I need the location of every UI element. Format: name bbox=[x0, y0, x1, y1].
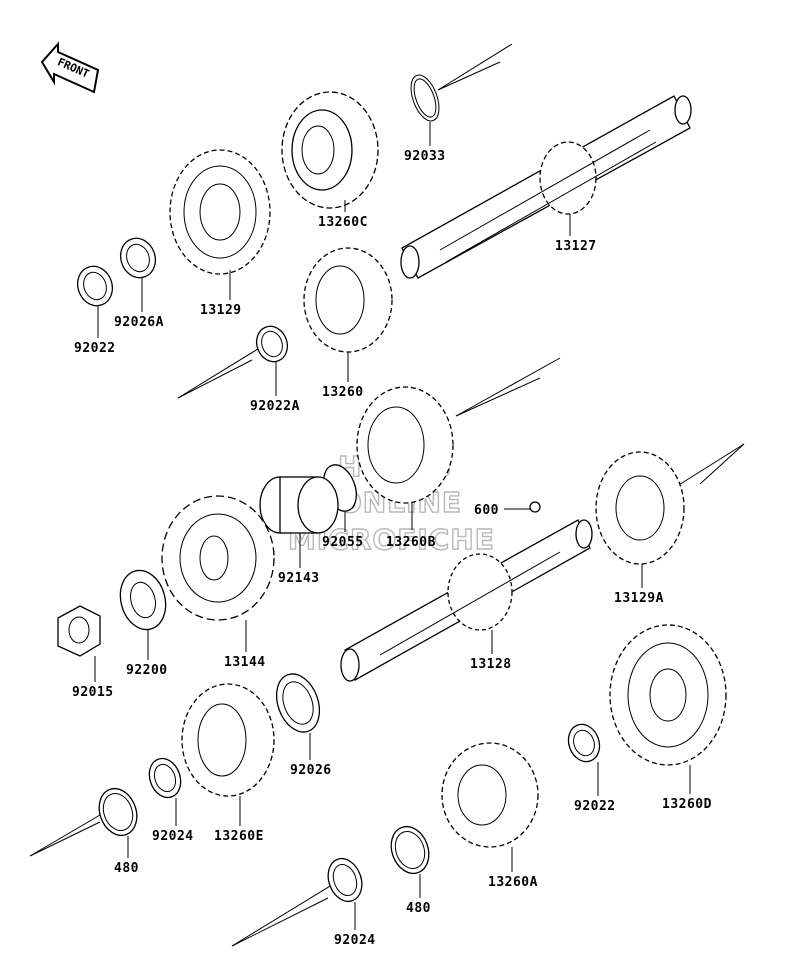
front-arrow-icon: FRONT bbox=[40, 41, 100, 94]
label-92015: 92015 bbox=[72, 685, 114, 700]
label-13127: 13127 bbox=[555, 239, 597, 254]
label-92026: 92026 bbox=[290, 763, 332, 778]
washer-92022-bottom bbox=[567, 723, 601, 763]
label-92033: 92033 bbox=[404, 149, 446, 164]
sprocket-13144 bbox=[161, 495, 275, 621]
label-92022-bottom: 92022 bbox=[574, 799, 616, 814]
label-92022A: 92022A bbox=[250, 399, 300, 414]
label-13260E: 13260E bbox=[214, 829, 264, 844]
washer-92022-top bbox=[76, 265, 114, 307]
label-92200: 92200 bbox=[126, 663, 168, 678]
washer-92022A bbox=[255, 325, 289, 363]
label-92143: 92143 bbox=[278, 571, 320, 586]
washer-92024-bottom bbox=[327, 857, 363, 903]
label-92055: 92055 bbox=[322, 535, 364, 550]
gear-13260C bbox=[281, 91, 379, 209]
gear-13260D bbox=[609, 624, 727, 766]
gear-13260B bbox=[356, 386, 454, 504]
gear-13260 bbox=[303, 247, 393, 353]
label-92024-left: 92024 bbox=[152, 829, 194, 844]
label-480-right: 480 bbox=[406, 901, 431, 916]
label-92024-bottom: 92024 bbox=[334, 933, 376, 948]
circlip-480-right bbox=[390, 825, 430, 875]
label-92026A: 92026A bbox=[114, 315, 164, 330]
part-labels: 92033 13260C 13127 13129 92026A 92022 92… bbox=[72, 149, 712, 948]
label-13260B: 13260B bbox=[386, 535, 436, 550]
label-13260: 13260 bbox=[322, 385, 364, 400]
gear-13260A bbox=[441, 742, 539, 848]
label-480-left: 480 bbox=[114, 861, 139, 876]
label-13129: 13129 bbox=[200, 303, 242, 318]
label-13128: 13128 bbox=[470, 657, 512, 672]
circlip-92033 bbox=[410, 74, 440, 122]
collar-92143 bbox=[259, 476, 339, 534]
gear-13129A bbox=[595, 451, 685, 565]
label-600: 600 bbox=[474, 503, 499, 518]
washer-92024-left bbox=[148, 757, 182, 799]
washer-92026 bbox=[275, 673, 321, 733]
gear-13260E bbox=[181, 683, 275, 797]
ball-600 bbox=[504, 501, 541, 513]
axis-lines bbox=[29, 43, 745, 947]
label-13260A: 13260A bbox=[488, 875, 538, 890]
label-13260D: 13260D bbox=[662, 797, 712, 812]
shaft-13128 bbox=[340, 519, 593, 682]
circlip-480-left bbox=[98, 787, 138, 837]
washer-92026A bbox=[119, 237, 157, 279]
label-13144: 13144 bbox=[224, 655, 266, 670]
gear-13129 bbox=[169, 149, 271, 275]
leader-lines bbox=[94, 122, 691, 930]
washer-92200 bbox=[119, 569, 167, 631]
nut-92015 bbox=[57, 605, 101, 657]
label-13260C: 13260C bbox=[318, 215, 368, 230]
label-13129A: 13129A bbox=[614, 591, 664, 606]
label-92022-top: 92022 bbox=[74, 341, 116, 356]
shaft-13127 bbox=[400, 95, 692, 279]
